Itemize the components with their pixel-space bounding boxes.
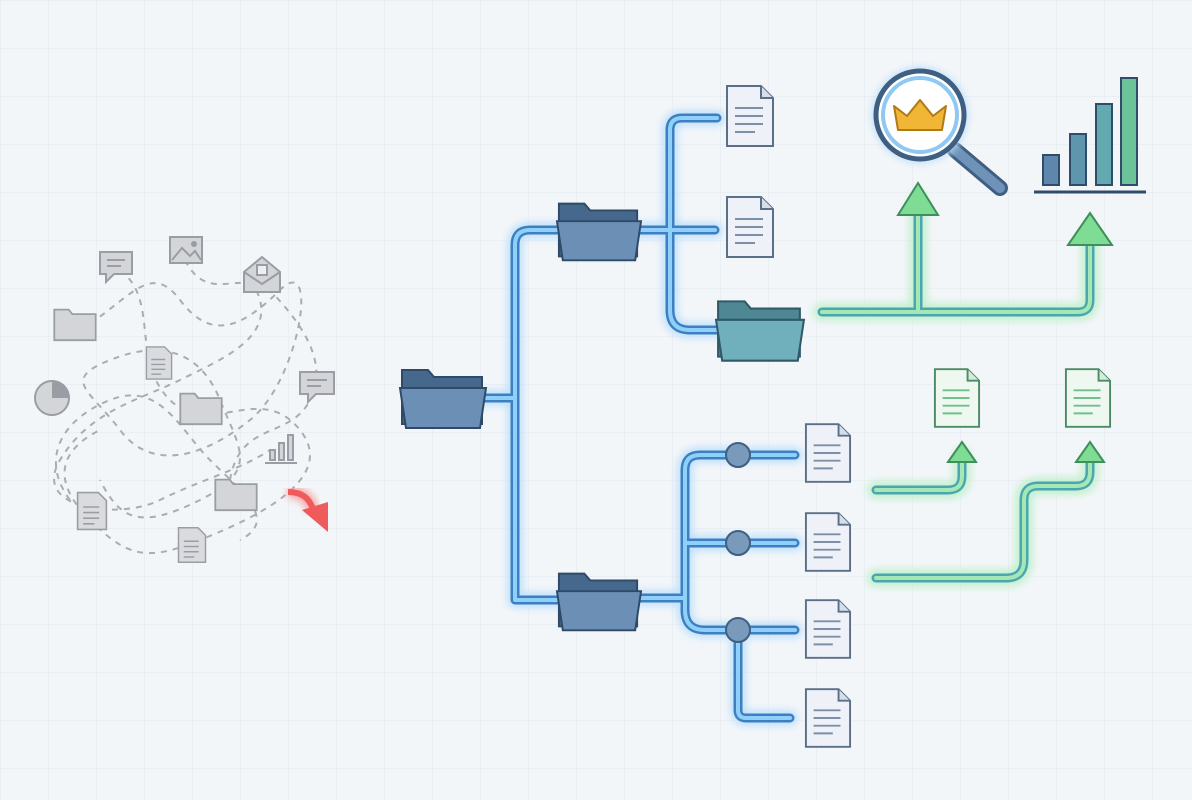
bar: [1069, 133, 1087, 186]
connector-node-icon: [725, 617, 751, 643]
root-folder-icon: [399, 369, 487, 429]
tangled-path: [53, 259, 271, 511]
document-icon: [726, 85, 774, 147]
document-icon: [76, 491, 108, 531]
document-icon: [145, 346, 173, 380]
chat-bubble-icon: [299, 371, 335, 405]
subfolder-icon: [555, 202, 643, 262]
tangled-path: [229, 279, 318, 481]
down-right-red-arrow-icon: [287, 486, 328, 532]
subfolder-teal-icon: [715, 300, 805, 362]
pie-chart-icon: [34, 380, 70, 416]
document-icon: [804, 423, 852, 483]
green-document-icon: [933, 368, 981, 428]
green-document-icon: [1064, 368, 1112, 428]
document-icon: [804, 688, 852, 748]
document-icon: [726, 196, 774, 258]
connector-node-icon: [725, 442, 751, 468]
document-icon: [177, 526, 207, 564]
growth-arrows: [813, 191, 1099, 587]
up-arrow-icon: [946, 440, 978, 463]
document-icon: [804, 512, 852, 572]
hierarchy-pipes: [477, 110, 803, 726]
connector-node-icon: [725, 530, 751, 556]
envelope-icon: [243, 255, 281, 293]
bar-chart-icon: [265, 434, 297, 464]
chat-bubble-icon: [99, 251, 133, 285]
up-arrow-icon: [1074, 440, 1106, 463]
folder-icon: [214, 478, 258, 512]
subfolder-icon: [555, 572, 643, 632]
up-arrow-icon: [1066, 211, 1114, 246]
crown-icon: [893, 99, 947, 131]
magnifier-crown-icon: [872, 67, 1008, 196]
folder-icon: [53, 308, 97, 342]
bar: [1120, 77, 1138, 186]
up-arrow-icon: [896, 181, 940, 216]
bar: [1095, 103, 1113, 186]
tangled-path: [79, 281, 303, 519]
document-icon: [804, 599, 852, 659]
image-icon: [169, 236, 203, 264]
bar: [1042, 154, 1060, 186]
bar-chart-growth-icon: [1034, 77, 1146, 194]
folder-icon: [179, 392, 223, 426]
